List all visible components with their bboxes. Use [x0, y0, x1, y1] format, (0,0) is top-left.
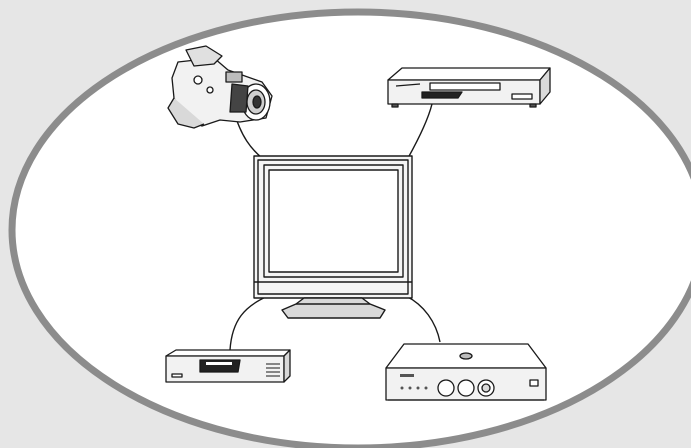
flat-panel-tv-icon [254, 156, 412, 318]
tv-screen [269, 170, 398, 272]
dvd-player-icon [166, 350, 290, 382]
vcr-icon [388, 68, 550, 107]
blu-ray-player-icon [386, 344, 546, 400]
